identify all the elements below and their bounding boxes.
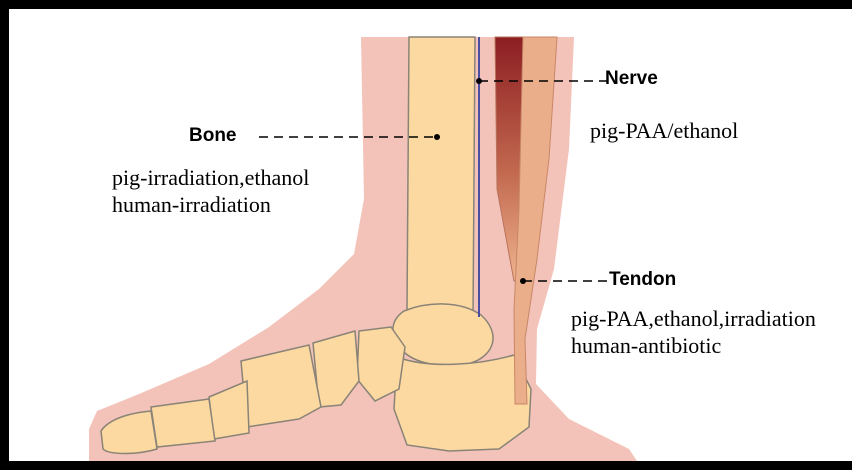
nerve-label: Nerve xyxy=(605,68,658,90)
tibia-bone xyxy=(407,37,475,329)
bone-pointer-dot xyxy=(434,134,440,140)
bone-label: Bone xyxy=(189,125,237,147)
bone-description-line-1: pig-irradiation,ethanol xyxy=(112,164,309,191)
nerve-pointer-dot xyxy=(476,78,482,84)
tendon-description-line-1: pig-PAA,ethanol,irradiation xyxy=(571,305,816,332)
tendon-description-line-2: human-antibiotic xyxy=(571,332,816,359)
tendon-pointer-dot xyxy=(520,278,526,284)
tendon-label: Tendon xyxy=(609,269,676,291)
nerve-description: pig-PAA/ethanol xyxy=(590,117,738,144)
nerve-description-line: pig-PAA/ethanol xyxy=(590,117,738,144)
calcaneus-bone xyxy=(394,355,531,451)
bone-description: pig-irradiation,ethanol human-irradiatio… xyxy=(112,164,309,218)
tendon-description: pig-PAA,ethanol,irradiation human-antibi… xyxy=(571,305,816,359)
ankle-foot-illustration xyxy=(9,9,852,470)
phalanx-bone xyxy=(151,399,215,447)
bone-description-line-2: human-irradiation xyxy=(112,191,309,218)
